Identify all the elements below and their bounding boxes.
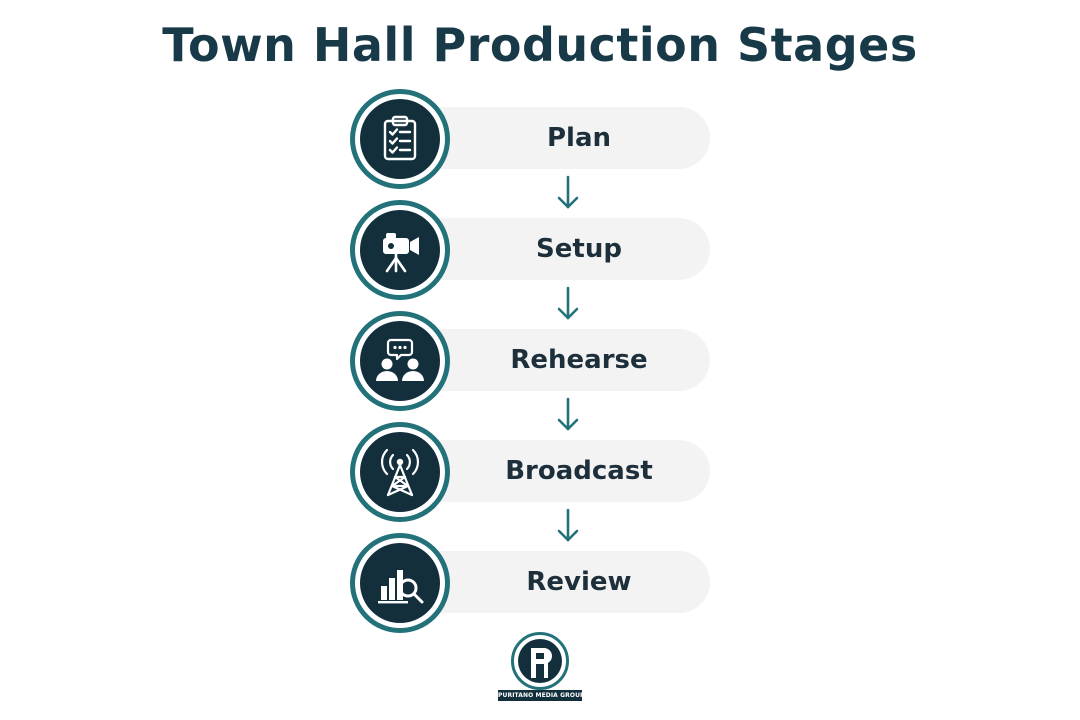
stage-label: Broadcast [505,456,653,486]
arrow-down-icon [557,175,579,209]
stage-badge [350,422,450,522]
stage-plan: Plan [350,89,712,189]
stage-pill: Rehearse [408,329,710,391]
stage-label: Rehearse [510,345,648,375]
people-speech-bubble-icon [376,338,424,381]
bar-chart-magnifier-icon [378,570,424,604]
stage-pill: Review [408,551,710,613]
puritano-media-group-logo-icon [511,632,569,690]
stage-label: Review [526,567,632,597]
video-camera-tripod-icon [383,233,419,273]
stage-broadcast: Broadcast [350,422,712,522]
stage-badge [350,533,450,633]
stage-label: Plan [546,123,612,153]
stage-pill: Setup [408,218,710,280]
logo-wordmark: PURITANO MEDIA GROUP [498,690,582,701]
stage-badge [350,89,450,189]
stage-rehearse: Rehearse [350,311,712,411]
stage-setup: Setup [350,200,712,300]
clipboard-checklist-icon [383,115,417,161]
arrow-down-icon [557,286,579,320]
broadcast-tower-icon [380,448,420,497]
stage-review: Review [350,533,712,633]
stage-pill: Plan [408,107,710,169]
stage-badge [350,200,450,300]
page-title: Town Hall Production Stages [162,18,918,72]
arrow-down-icon [557,508,579,542]
stage-badge [350,311,450,411]
company-logo: PURITANO MEDIA GROUP [498,632,582,704]
arrow-down-icon [557,397,579,431]
stage-label: Setup [536,234,622,264]
stage-pill: Broadcast [408,440,710,502]
